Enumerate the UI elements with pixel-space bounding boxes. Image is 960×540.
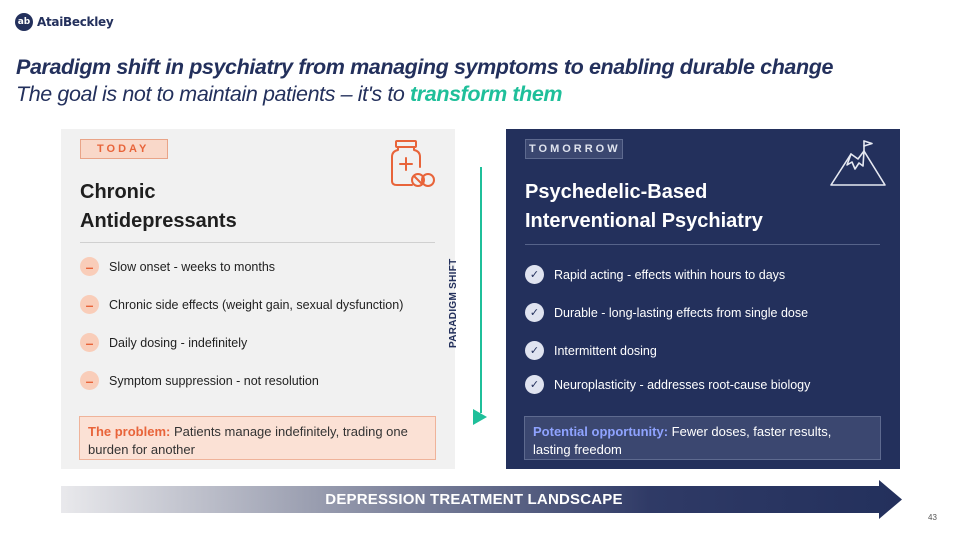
today-item-text: Chronic side effects (weight gain, sexua… (109, 297, 404, 312)
today-item: – Daily dosing - indefinitely (80, 333, 247, 352)
tomorrow-item: ✓ Intermittent dosing (525, 341, 657, 360)
tomorrow-item-text: Intermittent dosing (554, 343, 657, 358)
medicine-bottle-icon (391, 140, 435, 187)
tomorrow-heading-line1: Psychedelic-Based (525, 181, 708, 203)
problem-callout-lead: The problem: (88, 424, 171, 439)
paradigm-shift-line (480, 167, 482, 413)
opportunity-callout: Potential opportunity: Fewer doses, fast… (524, 416, 881, 460)
logo-text: AtaiBeckley (37, 15, 114, 29)
tomorrow-heading: Psychedelic-Based Interventional Psychia… (525, 178, 763, 236)
today-panel: TODAY Chronic Antidepressants – Slow ons… (61, 129, 455, 469)
problem-callout-text: Patients manage indefinitely, trading on… (88, 424, 408, 457)
opportunity-callout-lead: Potential opportunity: (533, 424, 669, 439)
tomorrow-heading-line2: Interventional Psychiatry (525, 210, 763, 232)
subtitle-lead: The goal is not to maintain patients – i… (16, 82, 411, 106)
check-icon: ✓ (525, 303, 544, 322)
tomorrow-panel: TOMORROW Psychedelic-Based Interventiona… (506, 129, 900, 469)
minus-icon: – (80, 333, 99, 352)
tomorrow-item: ✓ Rapid acting - effects within hours to… (525, 265, 785, 284)
slide-subtitle: The goal is not to maintain patients – i… (16, 82, 563, 107)
minus-icon: – (80, 371, 99, 390)
landscape-label: DEPRESSION TREATMENT LANDSCAPE (325, 491, 623, 508)
tomorrow-item-text: Neuroplasticity - addresses root-cause b… (554, 377, 811, 392)
minus-icon: – (80, 257, 99, 276)
today-item: – Chronic side effects (weight gain, sex… (80, 295, 403, 314)
landscape-arrow (61, 480, 902, 519)
today-tag: TODAY (80, 139, 168, 159)
mountain-flag-icon (830, 140, 886, 186)
paradigm-shift-label: PARADIGM SHIFT (448, 258, 459, 348)
tomorrow-item-text: Durable - long-lasting effects from sing… (554, 305, 809, 320)
today-heading: Chronic Antidepressants (80, 178, 237, 236)
today-item: – Slow onset - weeks to months (80, 257, 275, 276)
tomorrow-item: ✓ Durable - long-lasting effects from si… (525, 303, 808, 322)
page-number: 43 (928, 513, 937, 522)
check-icon: ✓ (525, 265, 544, 284)
opportunity-callout-text: Fewer doses, faster results, lasting fre… (533, 424, 832, 457)
check-icon: ✓ (525, 341, 544, 360)
problem-callout: The problem: Patients manage indefinitel… (79, 416, 436, 460)
today-item-text: Daily dosing - indefinitely (109, 335, 248, 350)
tomorrow-divider (525, 244, 880, 245)
today-heading-line2: Antidepressants (80, 210, 237, 232)
minus-icon: – (80, 295, 99, 314)
tomorrow-item-text: Rapid acting - effects within hours to d… (554, 267, 786, 282)
logo-mark-icon: ab (15, 13, 33, 31)
today-item-text: Slow onset - weeks to months (109, 259, 276, 274)
today-divider (80, 242, 435, 243)
today-item-text: Symptom suppression - not resolution (109, 373, 319, 388)
today-item: – Symptom suppression - not resolution (80, 371, 319, 390)
today-heading-line1: Chronic (80, 181, 156, 203)
tomorrow-tag: TOMORROW (525, 139, 623, 159)
tomorrow-item: ✓ Neuroplasticity - addresses root-cause… (525, 375, 810, 394)
check-icon: ✓ (525, 375, 544, 394)
slide-title: Paradigm shift in psychiatry from managi… (16, 55, 834, 79)
paradigm-shift-arrow-icon (473, 409, 487, 425)
subtitle-accent: transform them (410, 82, 563, 106)
company-logo: ab AtaiBeckley (15, 13, 114, 31)
